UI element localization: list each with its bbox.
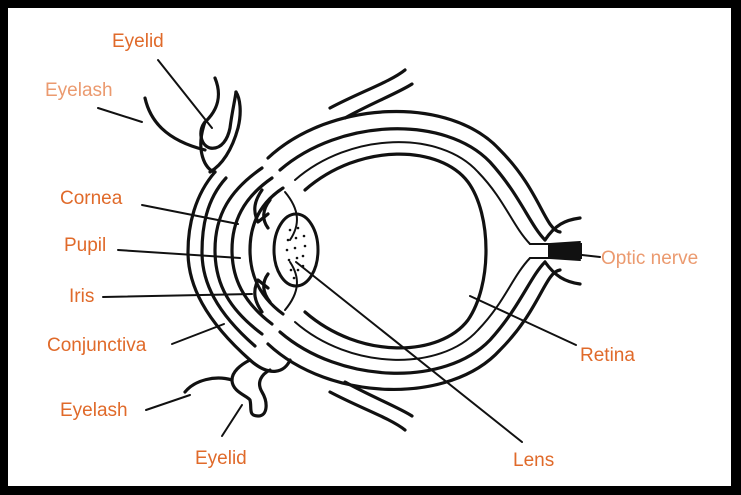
leader-eyelash-top [98,108,142,122]
leader-optic-nerve [582,255,600,257]
leader-conjunctiva [172,324,224,344]
label-lens: Lens [513,450,554,471]
label-eyelid-bottom: Eyelid [195,448,247,469]
label-conjunctiva: Conjunctiva [47,335,147,356]
label-eyelash-top: Eyelash [45,80,113,101]
extraocular-lines [330,70,412,430]
label-eyelid-top: Eyelid [112,31,164,52]
label-pupil: Pupil [64,235,106,256]
label-retina: Retina [580,345,635,366]
label-eyelash-bottom: Eyelash [60,400,128,421]
optic-nerve [530,218,582,284]
upper-eyelid [145,78,240,172]
label-iris: Iris [69,286,94,307]
leader-eyelash-bottom [146,395,190,410]
eyeball [268,111,560,389]
conjunctiva [188,172,290,371]
leader-eyelid-bottom [222,405,242,436]
lower-eyelid [185,360,270,416]
leader-eyelid-top [158,60,212,128]
label-optic-nerve: Optic nerve [601,248,698,269]
leader-iris [103,294,252,297]
leader-pupil [118,250,240,258]
label-cornea: Cornea [60,188,123,209]
